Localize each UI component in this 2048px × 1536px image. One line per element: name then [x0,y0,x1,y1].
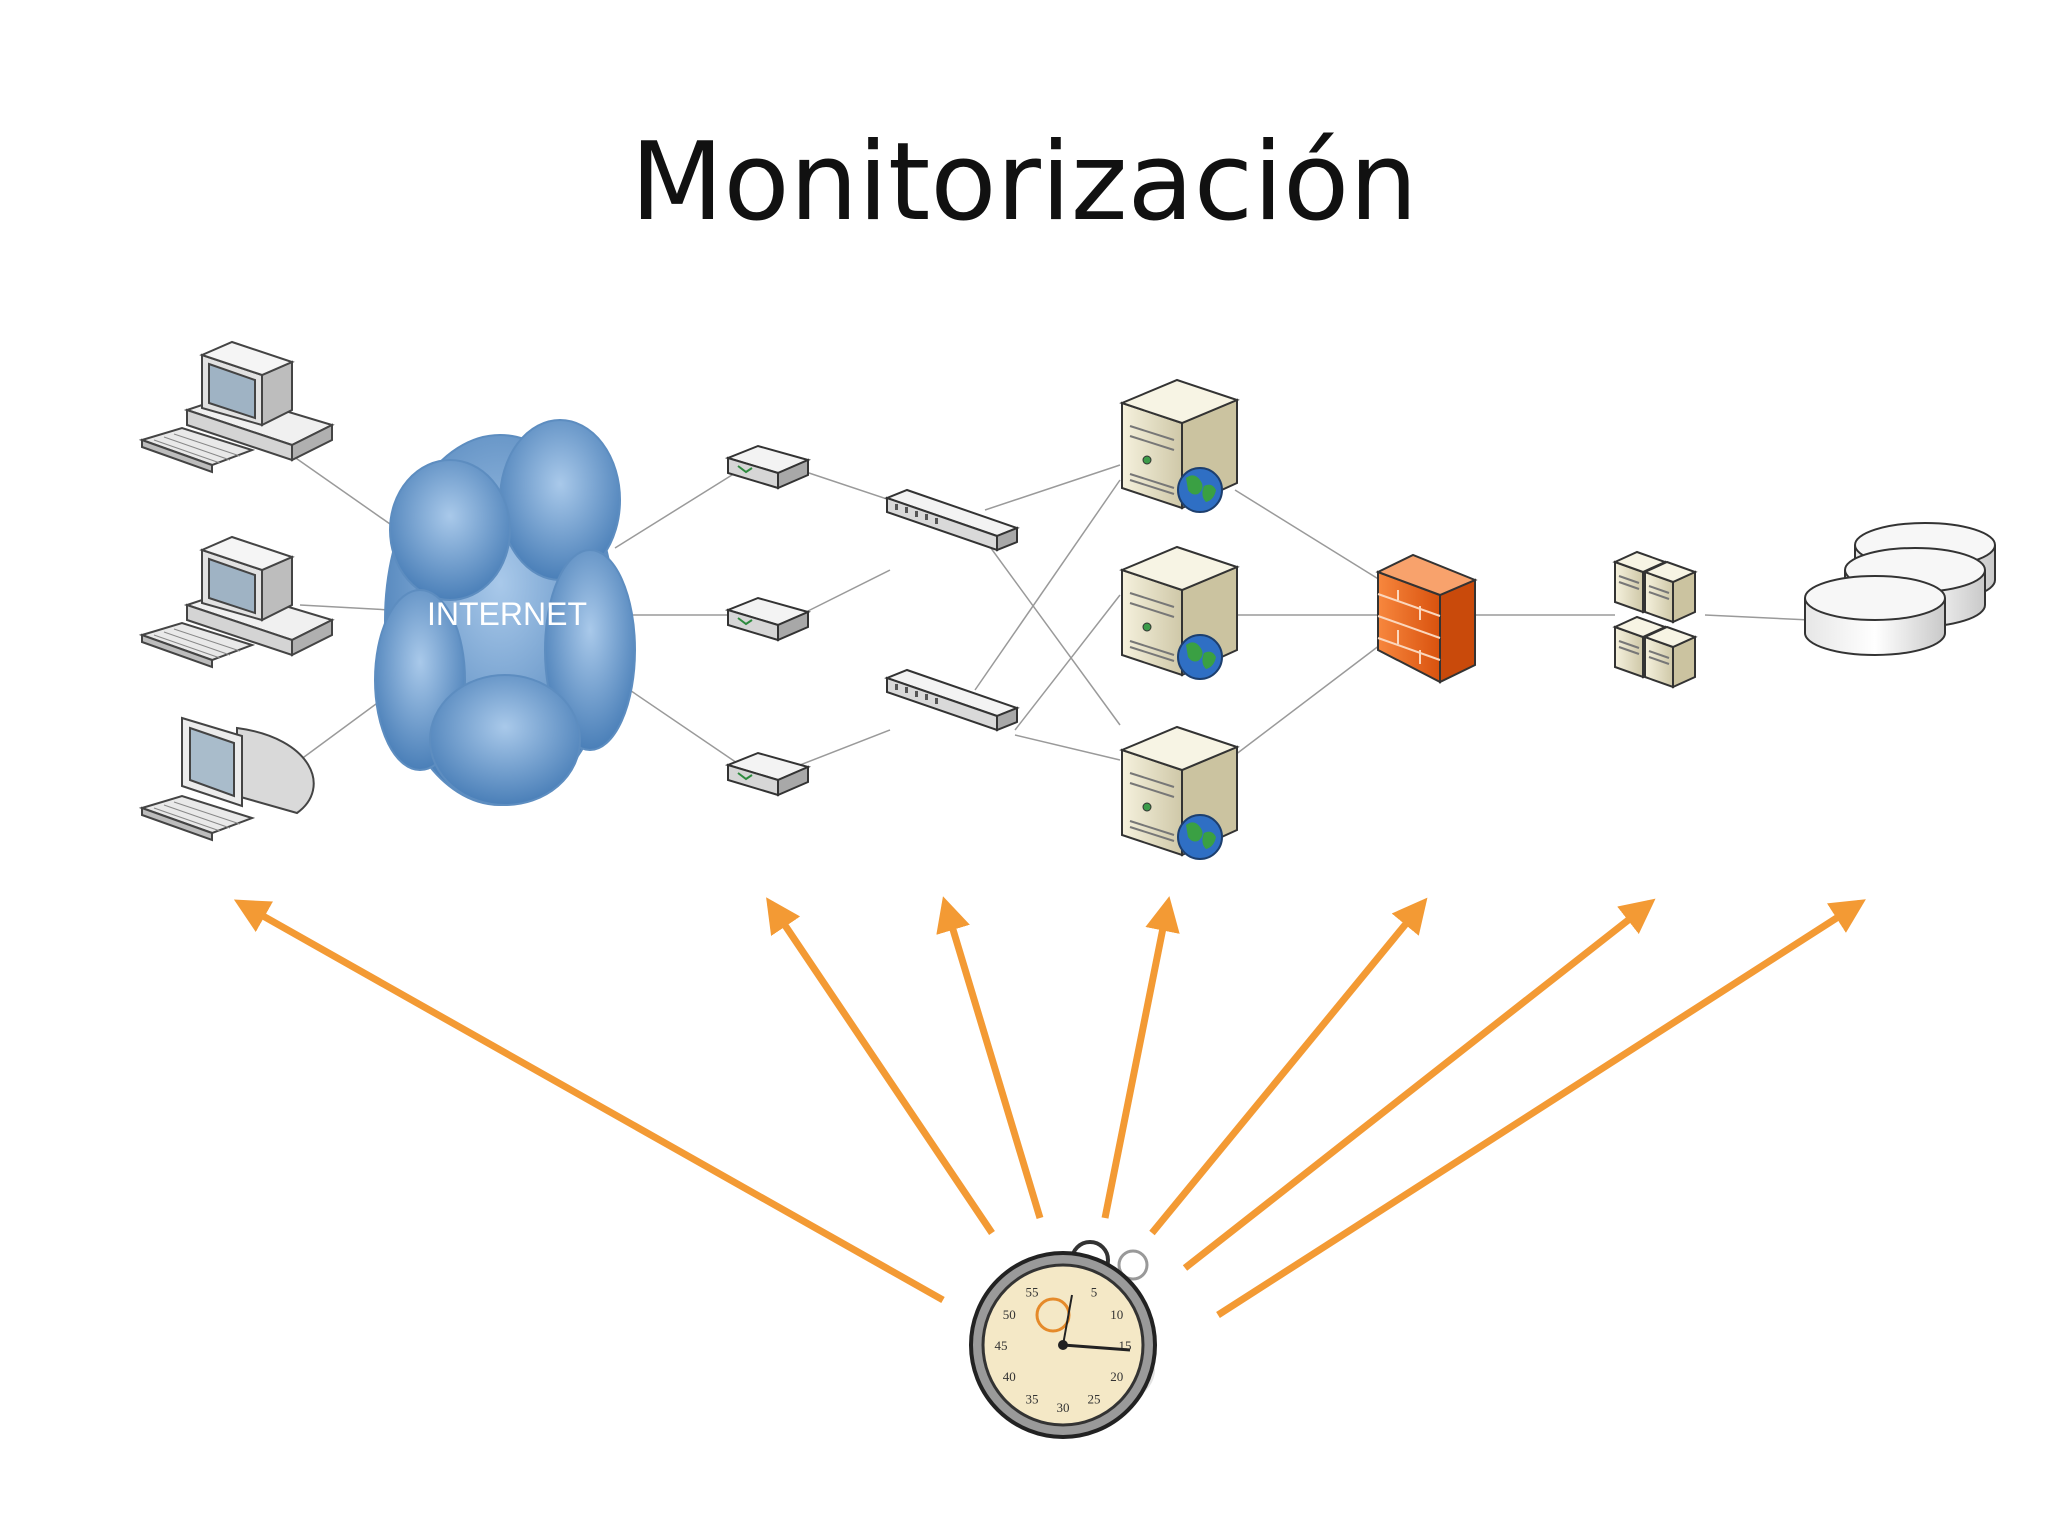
monitor-arrow [233,899,945,1304]
web-server-icon [1121,546,1238,680]
switch-icon [886,669,1018,731]
monitor-arrow [1101,896,1180,1219]
pc-icon [141,536,333,668]
monitor-arrow [936,896,1044,1220]
dial-number: 50 [1003,1307,1016,1322]
database-icon [1804,522,1996,656]
dial-number: 40 [1003,1369,1016,1384]
pc-icon [141,341,333,473]
dial-number: 35 [1026,1392,1039,1407]
dial-number: 25 [1088,1392,1101,1407]
dial-number: 10 [1110,1307,1123,1322]
dial-number: 45 [995,1338,1008,1353]
modem-icon [727,445,809,489]
dial-number: 20 [1110,1369,1123,1384]
modem-icon [727,597,809,641]
monitor-arrow [766,897,995,1235]
firewall-icon [1375,553,1478,684]
server-cluster-icon [1614,551,1696,688]
modem-icon [727,752,809,796]
crt-monitor-icon [141,717,315,841]
dial-number: 5 [1091,1284,1098,1299]
switch-icon [886,489,1018,551]
monitor-arrow [1216,899,1866,1318]
monitoring-arrows [233,896,1866,1318]
dial-number: 55 [1026,1284,1039,1299]
monitor-arrow [1149,897,1428,1236]
monitor-arrow [1182,898,1656,1271]
network-links [269,439,1811,766]
web-server-icon [1121,726,1238,860]
cloud-icon: INTERNET [374,419,636,806]
slide-title: Monitorización [630,120,1418,245]
internet-label: INTERNET [427,596,587,632]
web-server-icon [1121,379,1238,513]
dial-number: 30 [1057,1400,1070,1415]
